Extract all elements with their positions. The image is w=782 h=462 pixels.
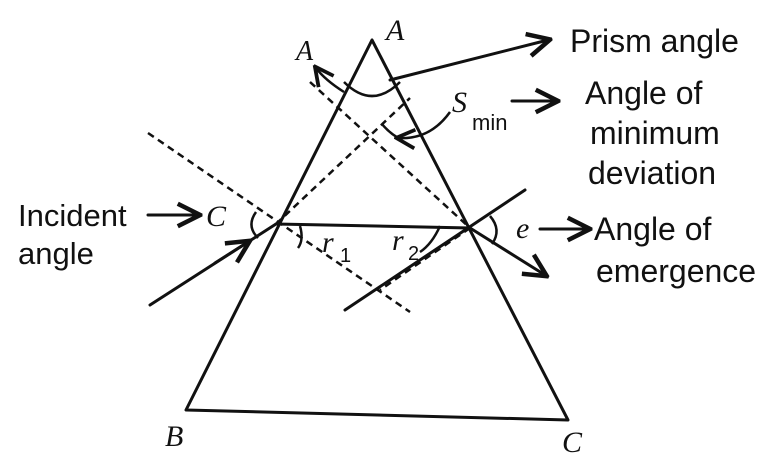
emergence-label-1: Angle of [594, 211, 712, 247]
deviation-pointer [398, 111, 452, 138]
prism-angle-symbol: A [294, 36, 314, 67]
incident-angle-symbol: C [206, 200, 227, 233]
prism-triangle [184, 38, 570, 422]
emergence-angle-arc [489, 215, 498, 245]
emergence-symbol: e [516, 212, 529, 245]
prism-angle-pointer [316, 68, 345, 94]
min-deviation-label-2: minimum [590, 115, 720, 151]
r1-subscript: 1 [340, 245, 351, 267]
incident-ray-arrow [213, 242, 248, 265]
r1-arc [296, 225, 303, 249]
r1-symbol: r [322, 226, 334, 259]
base-left-label: B [165, 420, 183, 453]
prism-angle-label: Prism angle [570, 23, 739, 59]
min-deviation-label-3: deviation [588, 155, 716, 191]
r2-symbol: r [392, 224, 404, 257]
min-deviation-label-1: Angle of [585, 75, 703, 111]
emergence-label-2: emergence [596, 253, 756, 289]
incident-label-2: angle [18, 236, 94, 271]
prism-angle-arc [343, 81, 401, 98]
apex-label: A [384, 14, 405, 47]
base-right-label: C [562, 426, 583, 459]
emergent-ray [468, 226, 545, 275]
normal-right-face [309, 81, 471, 229]
deviation-subscript: min [472, 110, 507, 135]
emergent-normal-line [343, 188, 527, 312]
refracted-ray [274, 222, 472, 230]
extended-incident-ray [275, 97, 411, 225]
incident-angle-arc [250, 211, 259, 239]
incident-ray [148, 222, 278, 307]
deviation-symbol: S [452, 86, 467, 119]
r2-arc [419, 225, 442, 254]
incident-label-1: Incident [18, 198, 127, 233]
prism-angle-arrow [388, 40, 548, 82]
r2-subscript: 2 [408, 243, 419, 265]
